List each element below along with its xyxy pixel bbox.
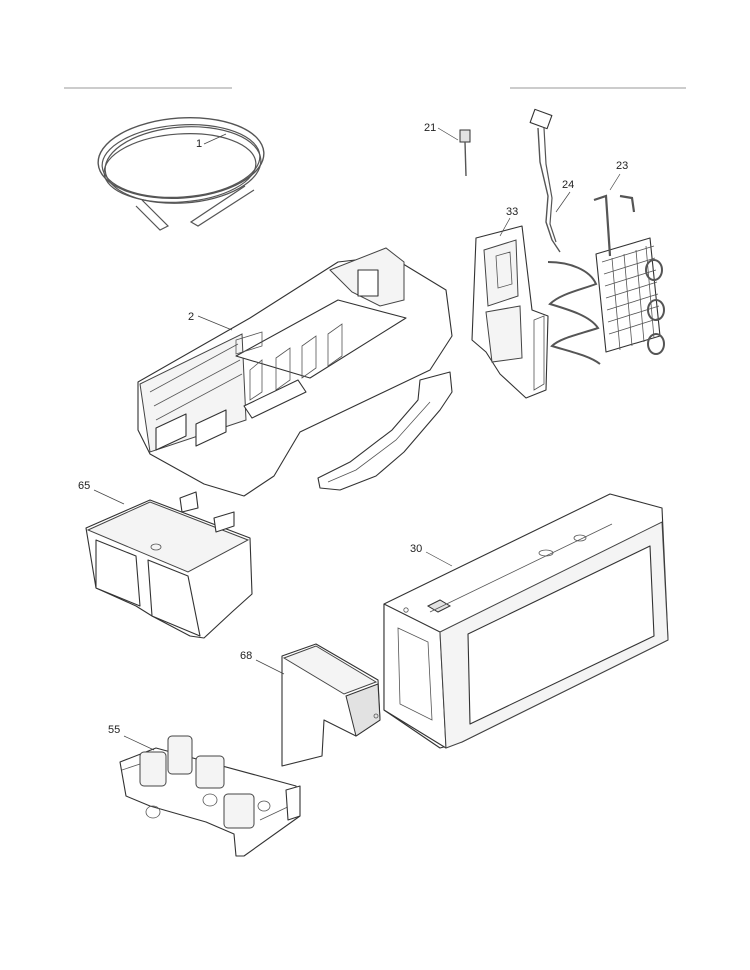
part-30-ice-bin[interactable] (383, 493, 669, 749)
callout-1: 1 (196, 138, 202, 150)
callout-55: 55 (108, 724, 120, 736)
callout-30: 30 (410, 543, 422, 555)
callout-24: 24 (562, 179, 574, 191)
callout-33: 33 (506, 206, 518, 218)
part-55-water-valve[interactable] (119, 735, 301, 857)
part-24-heater[interactable] (529, 108, 601, 365)
part-21-sensor[interactable] (437, 127, 471, 177)
part-33-bracket[interactable] (471, 217, 549, 399)
part-65-bucket[interactable] (85, 489, 253, 639)
callout-68: 68 (240, 650, 252, 662)
part-2-ice-maker[interactable] (137, 247, 453, 497)
callout-23: 23 (616, 160, 628, 172)
callout-21: 21 (424, 122, 436, 134)
part-23-evaporator[interactable] (593, 173, 665, 355)
part-1-water-tube[interactable] (95, 112, 266, 231)
part-68-chute[interactable] (255, 643, 381, 767)
callout-2: 2 (188, 311, 194, 323)
callout-65: 65 (78, 480, 90, 492)
